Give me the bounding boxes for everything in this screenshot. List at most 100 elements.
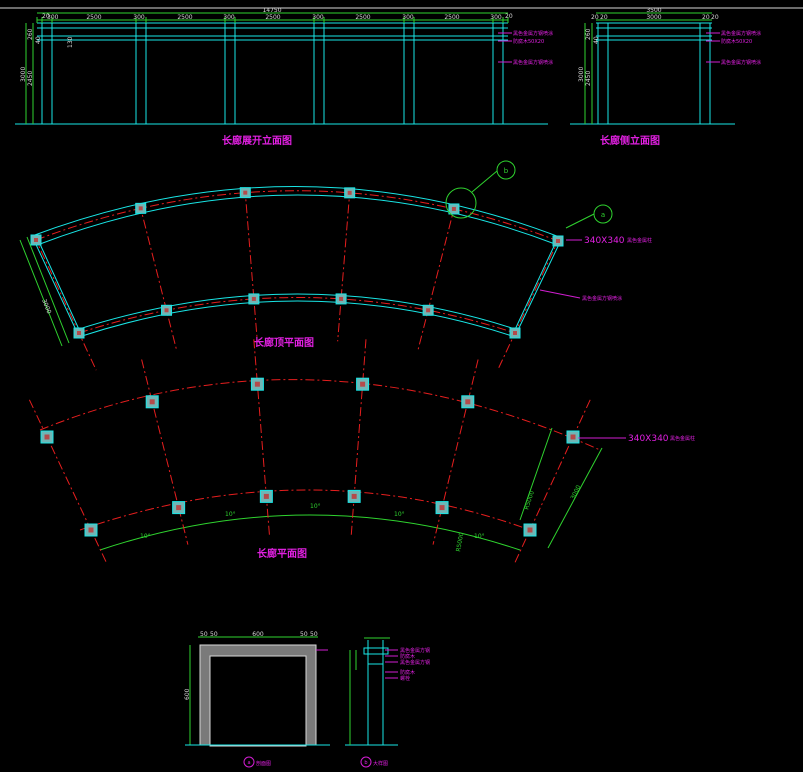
svg-text:3000: 3000 — [578, 67, 585, 82]
svg-text:3000: 3000 — [570, 484, 583, 501]
svg-text:a: a — [601, 211, 605, 219]
svg-text:300: 300 — [47, 14, 59, 21]
floor-column-core — [254, 381, 260, 387]
svg-text:2450: 2450 — [27, 71, 34, 86]
front-post-1 — [41, 22, 53, 125]
title-front-elevation: 长廊展开立面图 — [222, 134, 292, 147]
svg-text:40: 40 — [593, 36, 600, 44]
svg-text:3500: 3500 — [646, 7, 661, 14]
roof-radial-axis — [138, 203, 178, 352]
svg-text:40: 40 — [35, 36, 42, 44]
svg-text:300: 300 — [223, 14, 235, 21]
front-post-4 — [313, 22, 325, 125]
floor-plan: 10° 10° 10° 10° 10° R5000 3000 R5000 340… — [28, 339, 695, 563]
svg-text:3000: 3000 — [40, 298, 52, 315]
floor-column-core — [176, 505, 182, 511]
floor-column-core — [360, 381, 366, 387]
svg-text:2500: 2500 — [265, 14, 280, 21]
svg-text:600: 600 — [184, 688, 191, 700]
svg-text:大样图: 大样图 — [373, 760, 388, 767]
svg-text:3000: 3000 — [646, 14, 661, 21]
roof-radial-axis — [417, 203, 456, 351]
title-floor-plan: 长廊平面图 — [257, 547, 307, 560]
roof-column-core — [451, 206, 456, 211]
floor-column-core — [439, 505, 445, 511]
detail-b-note: 黑色金属方钢 — [400, 647, 430, 654]
note-steel-post: 黑色金属方钢喷涂 — [513, 59, 553, 66]
detail-b-note: 防腐木 — [400, 669, 415, 676]
svg-text:a: a — [247, 760, 250, 766]
svg-text:600: 600 — [252, 631, 264, 638]
svg-text:20: 20 — [591, 14, 599, 21]
outer-axis-arc — [39, 379, 601, 451]
svg-text:R5000: R5000 — [523, 490, 536, 511]
svg-text:10°: 10° — [225, 511, 236, 518]
front-post-3 — [224, 22, 236, 125]
roof-column-core — [513, 331, 517, 335]
detail-a-marker — [243, 756, 255, 768]
inner-beam — [75, 293, 519, 331]
floor-radial-axis — [350, 339, 367, 536]
detail-b-note: 螺栓 — [400, 675, 410, 682]
floor-radial-axis — [514, 399, 591, 563]
floor-column-core — [465, 399, 471, 405]
roof-column-core — [164, 308, 169, 313]
svg-text:300: 300 — [490, 14, 502, 21]
side-elevation: 3500 3000 20 20 20 20 3000 2450 260 40 黑… — [570, 7, 761, 147]
svg-text:2450: 2450 — [585, 71, 592, 86]
detail-b-marker — [360, 756, 372, 768]
floor-column-core — [527, 527, 533, 533]
svg-text:300: 300 — [133, 14, 145, 21]
svg-text:防腐木50X20: 防腐木50X20 — [721, 38, 752, 45]
svg-text:20: 20 — [702, 14, 710, 21]
roof-column-core — [243, 190, 248, 195]
roof-radial-axis — [497, 236, 561, 371]
front-elevation: 14750 20 300 2500 300 2500 300 2500 300 … — [15, 7, 553, 147]
floor-radial-axis — [28, 399, 107, 563]
svg-text:3000: 3000 — [20, 67, 27, 82]
floor-column-core — [44, 434, 50, 440]
inner-axis-arc — [79, 489, 531, 531]
roof-column-core — [556, 239, 560, 243]
title-top-plan: 长廊顶平面图 — [254, 336, 314, 349]
svg-text:20: 20 — [505, 13, 513, 20]
svg-text:2500: 2500 — [177, 14, 192, 21]
roof-column-core — [77, 331, 81, 335]
svg-text:10°: 10° — [140, 533, 151, 540]
roof-plan: b a 340X340 黑色金属柱 黑色金属方钢喷涂 3000 长廊顶平面图 — [19, 160, 652, 371]
detail-b-note: 黑色金属方钢 — [400, 659, 430, 666]
dimension-arc — [99, 514, 521, 551]
front-post-5 — [403, 22, 415, 125]
svg-text:300: 300 — [402, 14, 414, 21]
svg-text:50: 50 — [310, 631, 318, 638]
svg-text:260: 260 — [27, 28, 34, 40]
axis-bubble-a — [593, 204, 613, 224]
outer-beam — [31, 186, 563, 239]
svg-text:黑色金属方钢喷涂: 黑色金属方钢喷涂 — [582, 295, 622, 302]
svg-text:b: b — [504, 167, 509, 175]
roof-column-core — [426, 308, 431, 313]
svg-text:260: 260 — [585, 28, 592, 40]
svg-text:20: 20 — [600, 14, 608, 21]
svg-text:10°: 10° — [394, 511, 405, 518]
svg-text:130: 130 — [67, 36, 74, 48]
detail-section-a: 600 600 50 50 50 50 a 剖面图 — [184, 631, 330, 768]
detail-callout-circle — [445, 187, 477, 219]
roof-column-core — [347, 190, 352, 195]
svg-text:10°: 10° — [310, 503, 321, 510]
svg-text:10°: 10° — [474, 533, 485, 540]
svg-text:2500: 2500 — [444, 14, 459, 21]
detail-b-note: 防腐木 — [400, 653, 415, 660]
svg-text:50: 50 — [200, 631, 208, 638]
svg-text:剖面图: 剖面图 — [256, 760, 271, 767]
svg-text:50: 50 — [210, 631, 218, 638]
floor-column-core — [149, 399, 155, 405]
floor-column-core — [351, 493, 357, 499]
column-spec: 340X340 — [584, 236, 625, 246]
svg-text:黑色金属方钢喷涂: 黑色金属方钢喷涂 — [721, 30, 761, 37]
svg-text:2500: 2500 — [86, 14, 101, 21]
column-spec-floor: 340X340 — [628, 434, 669, 444]
floor-column-core — [263, 493, 269, 499]
